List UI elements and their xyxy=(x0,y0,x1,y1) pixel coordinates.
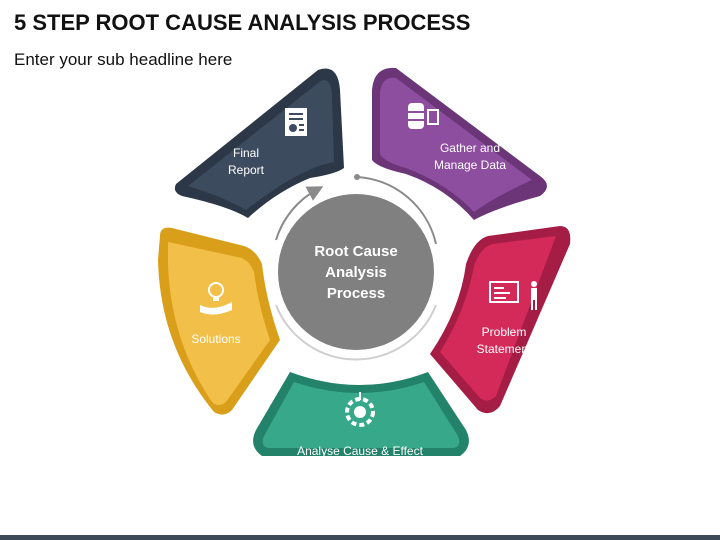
step-label: Analyse Cause & Effect xyxy=(297,444,424,458)
footer-bar xyxy=(0,535,720,540)
step-solutions[interactable]: Solutions xyxy=(158,227,280,415)
step-final-report[interactable]: Final Report xyxy=(174,68,344,218)
step-analyse-cause[interactable]: Analyse Cause & Effect xyxy=(253,372,469,458)
page-title: 5 STEP ROOT CAUSE ANALYSIS PROCESS xyxy=(14,10,471,35)
center-label: Process xyxy=(327,285,385,302)
center-hub: Root Cause Analysis Process xyxy=(278,194,434,350)
page-subtitle: Enter your sub headline here xyxy=(14,50,233,69)
step-label: Solutions xyxy=(191,332,240,346)
lightbulb-hand-icon xyxy=(200,282,232,315)
gear-idea-icon xyxy=(345,392,375,427)
step-label: Report xyxy=(228,163,265,177)
step-problem-statement[interactable]: Problem Statement xyxy=(430,226,571,414)
step-label: Problem xyxy=(482,325,527,339)
presentation-icon xyxy=(489,281,537,310)
database-icon xyxy=(408,103,439,129)
step-label: Manage Data xyxy=(434,158,506,172)
report-icon xyxy=(285,108,307,136)
step-label: Gather and xyxy=(440,141,500,155)
step-label: Statement xyxy=(477,342,532,356)
step-label: Final xyxy=(233,146,259,160)
center-label: Root Cause xyxy=(314,243,397,260)
step-gather-data[interactable]: Gather and Manage Data xyxy=(372,67,547,220)
center-label: Analysis xyxy=(325,264,387,281)
cycle-arrows xyxy=(275,174,437,361)
